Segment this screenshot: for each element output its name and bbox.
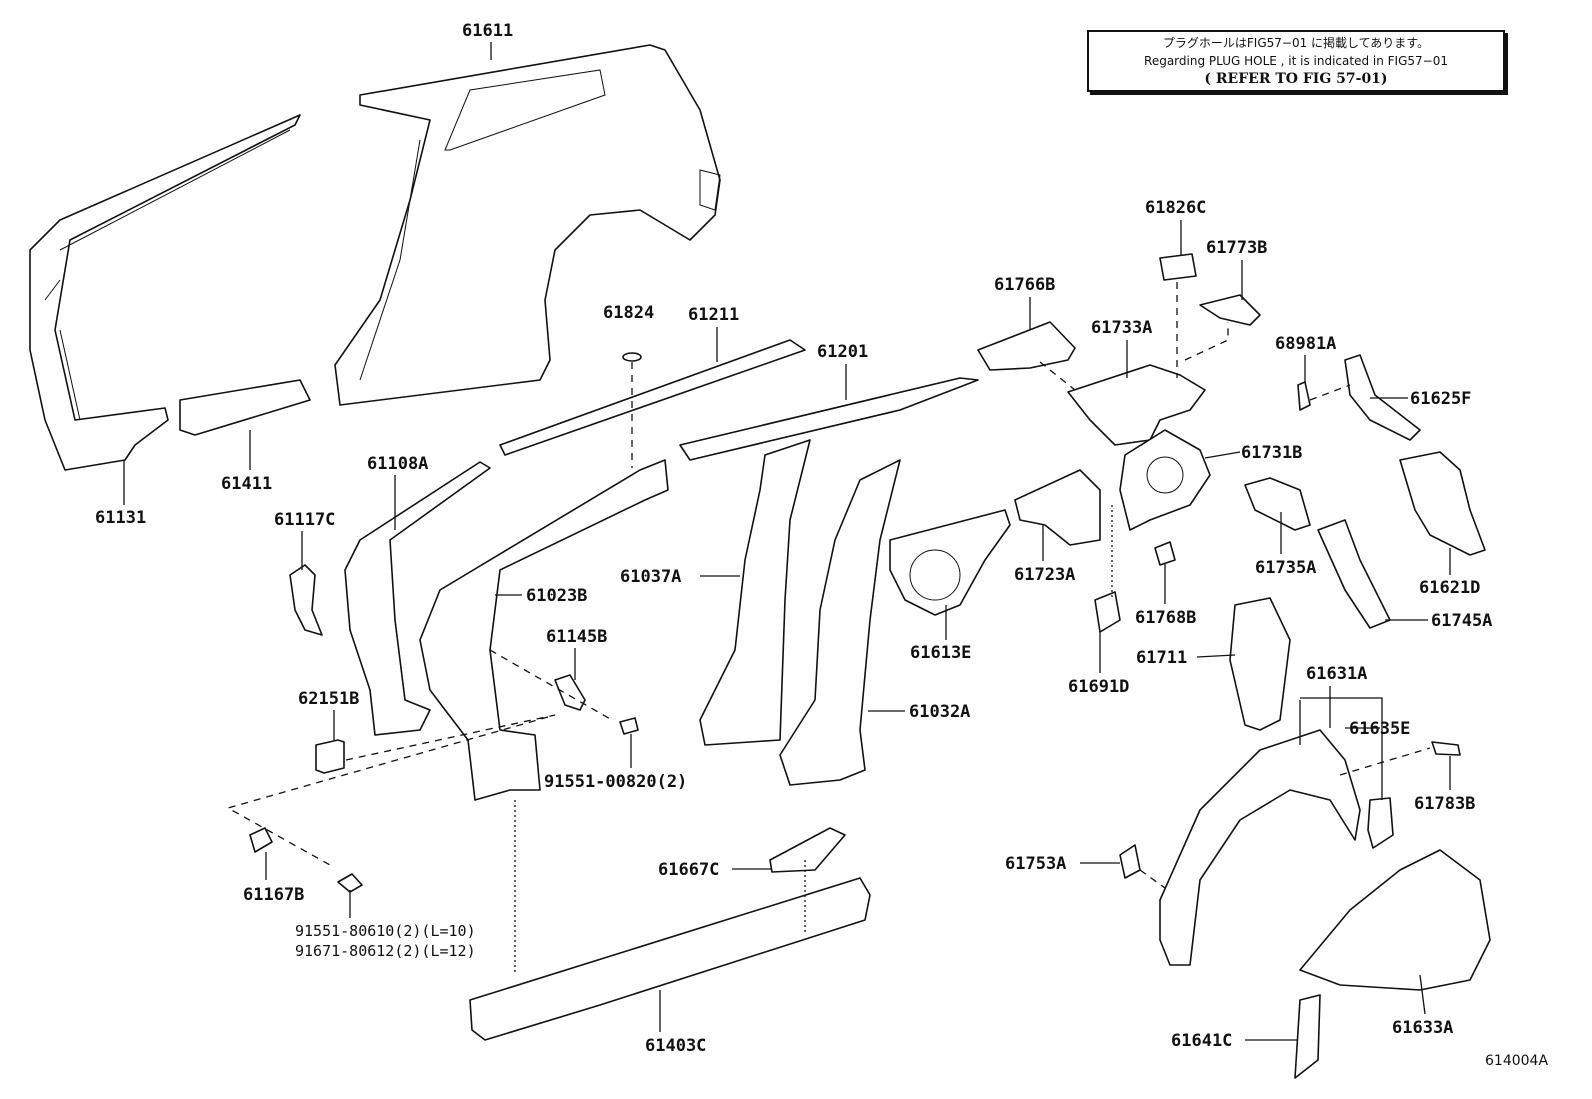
part-61768B	[1154, 541, 1176, 566]
label-61211: 61211	[688, 305, 739, 325]
note-refer-link[interactable]: ( REFER TO FIG 57-01)	[1204, 71, 1388, 87]
part-61773B	[1199, 294, 1261, 326]
label-61631A: 61631A	[1306, 664, 1367, 684]
part-62151B-pad	[315, 739, 345, 774]
part-61117C	[289, 564, 323, 636]
part-61411	[179, 379, 311, 436]
part-61711	[1229, 597, 1291, 731]
label-61167B: 61167B	[243, 885, 304, 905]
label-61753A: 61753A	[1005, 854, 1066, 874]
label-61667C: 61667C	[658, 860, 719, 880]
note-english: Regarding PLUG HOLE , it is indicated in…	[1144, 54, 1448, 68]
part-61826C-pad	[1159, 253, 1197, 281]
part-61783B	[1431, 741, 1461, 756]
part-61766B	[977, 321, 1076, 371]
label-61032A: 61032A	[909, 702, 970, 722]
label-61783B: 61783B	[1414, 794, 1475, 814]
label-61826C: 61826C	[1145, 198, 1206, 218]
label-91551-80610: 91551-80610(2)(L=10)	[295, 922, 476, 940]
part-68981A	[1297, 381, 1311, 411]
label-61201: 61201	[817, 342, 868, 362]
part-61211-roof-rail	[499, 339, 806, 456]
label-61625F: 61625F	[1410, 389, 1471, 409]
label-91671-80612: 91671-80612(2)(L=12)	[295, 942, 476, 960]
label-61824: 61824	[603, 303, 654, 323]
label-61773B: 61773B	[1206, 238, 1267, 258]
label-61611: 61611	[462, 21, 513, 41]
guide-lines	[226, 282, 1431, 975]
part-61635E	[1367, 797, 1394, 849]
part-61753A	[1119, 844, 1141, 879]
label-61723A: 61723A	[1014, 565, 1075, 585]
label-61613E: 61613E	[910, 643, 971, 663]
label-61403C: 61403C	[645, 1036, 706, 1056]
label-61411: 61411	[221, 474, 272, 494]
label-61145B: 61145B	[546, 627, 607, 647]
part-91551-00820-bolt	[619, 717, 639, 735]
plug-hole-note: プラグホールはFIG57−01 に掲載してあります。 Regarding PLU…	[1087, 30, 1505, 92]
part-shapes	[29, 44, 1491, 1079]
part-61145B	[554, 674, 586, 711]
label-91551-00820: 91551-00820(2)	[544, 772, 687, 792]
part-61631A-wheelhouse	[1159, 729, 1361, 966]
label-61633A: 61633A	[1392, 1018, 1453, 1038]
label-61766B: 61766B	[994, 275, 1055, 295]
label-61635E: 61635E	[1349, 719, 1410, 739]
part-61032A-pillar	[779, 459, 901, 786]
part-61733A	[1067, 364, 1206, 446]
part-61613E	[889, 509, 1011, 616]
part-61625F	[1344, 354, 1421, 441]
part-61723A	[1014, 469, 1101, 546]
label-61621D: 61621D	[1419, 578, 1480, 598]
part-61037A-pillar	[699, 439, 811, 746]
part-61023B-pillar-inner	[419, 459, 669, 801]
label-68981A: 68981A	[1275, 334, 1336, 354]
part-61745A	[1317, 519, 1391, 629]
label-61037A: 61037A	[620, 567, 681, 587]
part-labels: 61611 61131 61411 61824 61211 61201 6110…	[95, 21, 1492, 1056]
part-61691D	[1094, 591, 1121, 633]
label-61735A: 61735A	[1255, 558, 1316, 578]
label-61731B: 61731B	[1241, 443, 1302, 463]
part-61731B	[1119, 429, 1211, 531]
part-61167B	[249, 827, 273, 853]
label-61117C: 61117C	[274, 510, 335, 530]
label-61691D: 61691D	[1068, 677, 1129, 697]
part-61108A-pillar	[344, 461, 491, 736]
label-61108A: 61108A	[367, 454, 428, 474]
part-61621D	[1399, 451, 1486, 556]
label-61641C: 61641C	[1171, 1031, 1232, 1051]
label-61711: 61711	[1136, 648, 1187, 668]
label-61768B: 61768B	[1135, 608, 1196, 628]
part-61633A-wheelhouse-inner	[1299, 849, 1491, 991]
figure-id: 614004A	[1485, 1053, 1549, 1069]
part-61824-plug	[622, 352, 642, 362]
part-61611-quarter-panel	[334, 44, 721, 406]
part-61201-roof-rail-inner	[679, 377, 979, 461]
leader-lines	[123, 42, 1451, 1041]
label-61733A: 61733A	[1091, 318, 1152, 338]
label-61023B: 61023B	[526, 586, 587, 606]
note-japanese: プラグホールはFIG57−01 に掲載してあります。	[1162, 36, 1430, 50]
part-61131-body-side-outer	[29, 114, 301, 471]
label-61131: 61131	[95, 508, 146, 528]
part-61735A	[1244, 477, 1311, 531]
part-61403C-rocker	[469, 877, 871, 1041]
label-62151B: 62151B	[298, 689, 359, 709]
part-61667C	[769, 827, 846, 873]
part-91551-80610-bolt	[337, 873, 363, 893]
label-61745A: 61745A	[1431, 611, 1492, 631]
part-61641C	[1294, 994, 1321, 1079]
